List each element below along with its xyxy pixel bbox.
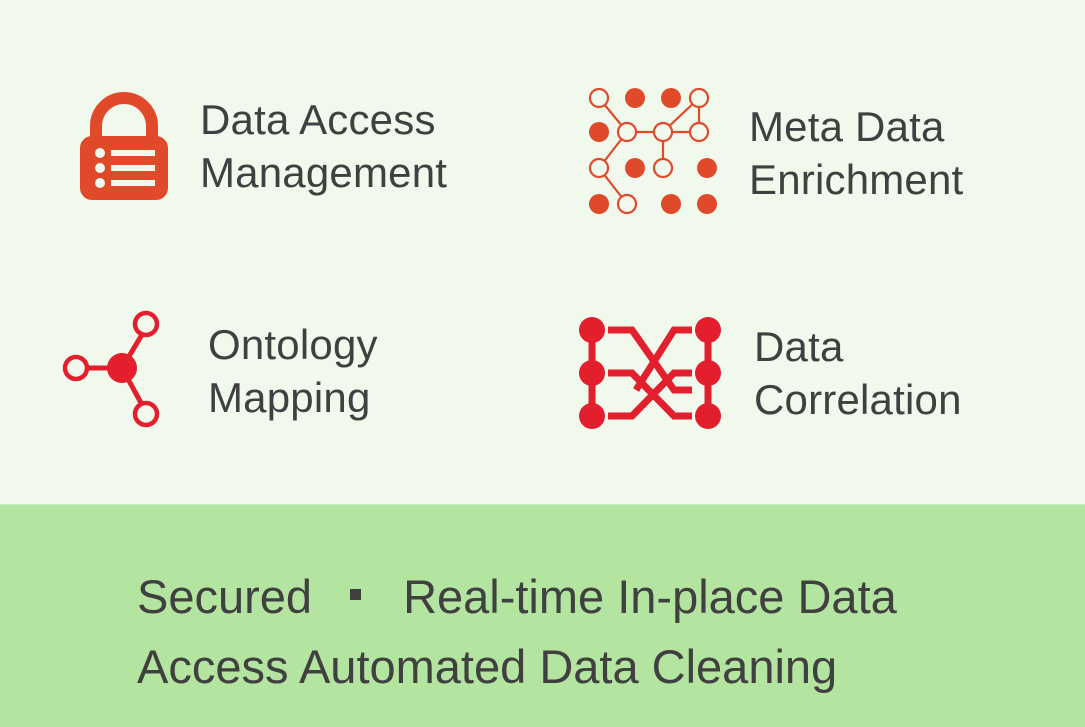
node-grid-icon bbox=[588, 88, 717, 215]
feature-label: Data Access Management bbox=[200, 93, 447, 199]
tagline-part1: Secured bbox=[137, 570, 313, 623]
feature-label-line1: Meta Data bbox=[749, 103, 945, 150]
lock-list-icon bbox=[80, 92, 168, 200]
tagline-line2: Access Automated Data Cleaning bbox=[137, 640, 838, 693]
feature-label-line2: Enrichment bbox=[749, 156, 964, 203]
feature-data-correlation: Data Correlation bbox=[576, 316, 962, 430]
tagline: Secured Real-time In-place Data Access Au… bbox=[137, 562, 897, 702]
feature-label-line2: Correlation bbox=[754, 376, 962, 423]
feature-data-access-management: Data Access Management bbox=[78, 90, 447, 202]
features-panel bbox=[0, 0, 1085, 505]
tagline-line1: Secured Real-time In-place Data bbox=[137, 562, 897, 632]
feature-label: Ontology Mapping bbox=[208, 318, 378, 424]
feature-label-line2: Mapping bbox=[208, 374, 371, 421]
feature-label: Meta Data Enrichment bbox=[749, 100, 963, 206]
feature-label-line1: Ontology bbox=[208, 321, 378, 368]
molecule-icon bbox=[62, 310, 160, 428]
feature-label-line1: Data Access bbox=[200, 96, 436, 143]
feature-label-line1: Data bbox=[754, 323, 844, 370]
square-bullet-icon bbox=[350, 589, 362, 601]
tagline-banner bbox=[0, 505, 1085, 727]
feature-label: Data Correlation bbox=[754, 320, 962, 426]
crossing-connections-icon bbox=[579, 317, 721, 429]
tagline-part2: Real-time In-place Data bbox=[403, 570, 897, 623]
feature-meta-data-enrichment: Meta Data Enrichment bbox=[585, 88, 963, 218]
feature-ontology-mapping: Ontology Mapping bbox=[60, 310, 378, 432]
feature-label-line2: Management bbox=[200, 149, 448, 196]
